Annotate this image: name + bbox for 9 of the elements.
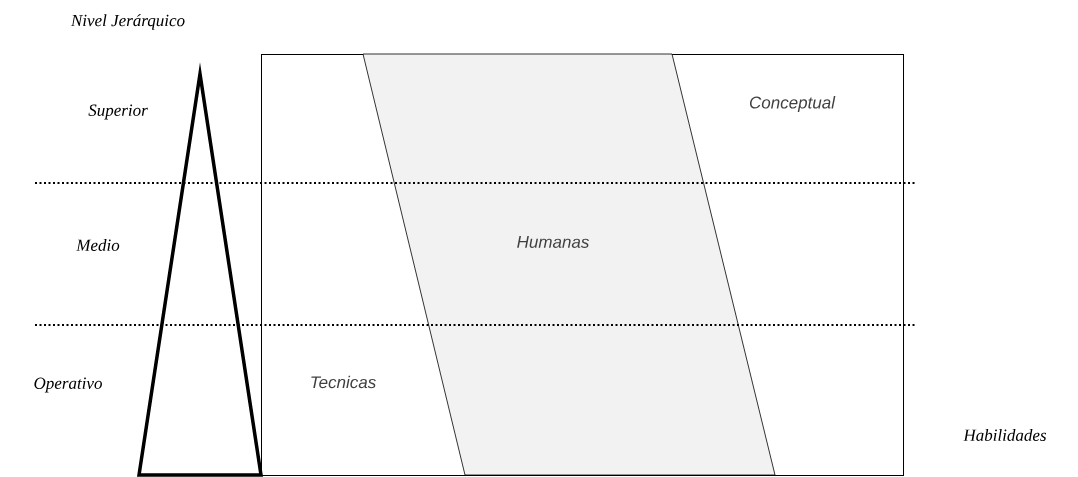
level-label: Superior: [88, 104, 148, 120]
region-label: Humanas: [517, 236, 590, 248]
level-label: Habilidades: [963, 429, 1047, 441]
level-label: Operativo: [34, 377, 102, 393]
region-label: Tecnicas: [311, 375, 376, 389]
level-label: Nivel Jerárquico: [70, 14, 185, 30]
skills-box: [261, 54, 904, 476]
region-label: Conceptual: [749, 96, 836, 112]
level-label: Medio: [76, 239, 120, 251]
